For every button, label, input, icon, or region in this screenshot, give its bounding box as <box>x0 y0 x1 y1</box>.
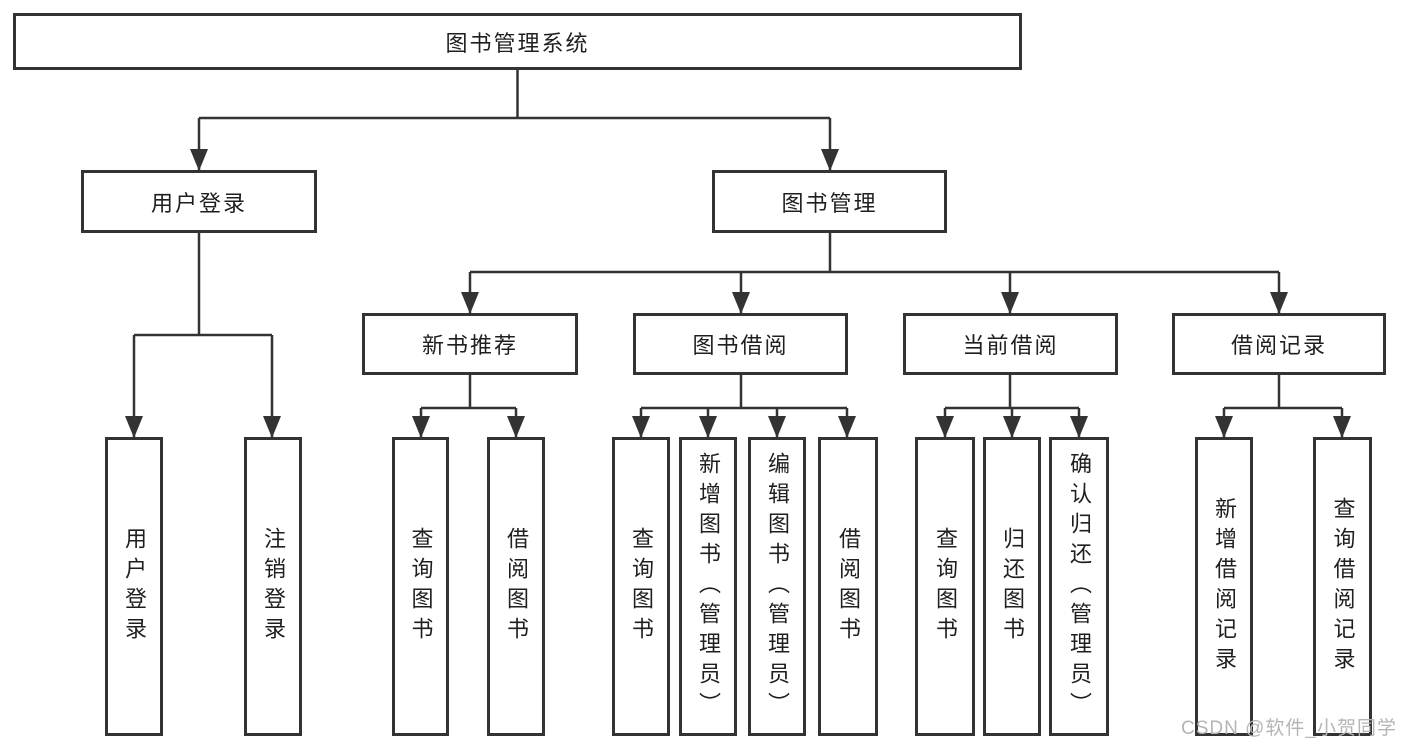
leaf-return-books: 归还图书 <box>983 437 1041 736</box>
node-user-login: 用户登录 <box>81 170 317 233</box>
node-label: 图书借阅 <box>692 333 789 358</box>
watermark: CSDN @软件_小贺同学 <box>1181 718 1397 739</box>
leaf-query-books-current: 查询图书 <box>915 437 975 736</box>
connector-current-borrow <box>945 375 1079 410</box>
connector-book-management <box>470 233 1279 274</box>
node-label: 新书推荐 <box>421 333 518 358</box>
node-label: 查询借阅记录 <box>1330 496 1356 677</box>
leaf-user-login: 用户登录 <box>105 437 163 736</box>
node-label: 图书管理系统 <box>445 30 590 56</box>
node-label: 归还图书 <box>1000 526 1025 647</box>
leaf-confirm-return-admin: 确认归还（管理员） <box>1049 437 1109 736</box>
connector-root <box>199 70 830 120</box>
node-label: 注销登录 <box>261 526 286 647</box>
node-label: 用户登录 <box>122 526 147 647</box>
node-label: 确认归还（管理员） <box>1067 451 1092 722</box>
node-label: 新增图书（管理员） <box>696 451 721 722</box>
node-book-management: 图书管理 <box>712 170 947 233</box>
node-library-management-system: 图书管理系统 <box>13 13 1022 70</box>
node-label: 用户登录 <box>150 190 247 216</box>
connector-user-login <box>134 233 272 337</box>
leaf-borrow-books-recommend: 借阅图书 <box>487 437 545 736</box>
node-new-book-recommend: 新书推荐 <box>362 313 578 375</box>
node-label: 借阅图书 <box>836 526 861 647</box>
node-current-borrow: 当前借阅 <box>903 313 1118 375</box>
leaf-edit-book-admin: 编辑图书（管理员） <box>748 437 806 736</box>
node-label: 查询图书 <box>933 526 958 647</box>
node-label: 图书管理 <box>781 190 878 216</box>
leaf-borrow-books: 借阅图书 <box>818 437 878 736</box>
leaf-query-borrow-record: 查询借阅记录 <box>1313 437 1372 736</box>
connector-new-book <box>421 375 516 410</box>
node-label: 当前借阅 <box>962 333 1059 358</box>
leaf-query-books-borrow: 查询图书 <box>612 437 670 736</box>
node-label: 新增借阅记录 <box>1212 496 1237 677</box>
node-label: 查询图书 <box>408 526 434 647</box>
node-label: 查询图书 <box>629 526 654 647</box>
leaf-add-borrow-record: 新增借阅记录 <box>1195 437 1253 736</box>
node-label: 借阅图书 <box>504 526 529 647</box>
leaf-add-book-admin: 新增图书（管理员） <box>679 437 737 736</box>
node-label: 借阅记录 <box>1230 333 1327 358</box>
connector-book-borrow <box>641 375 847 410</box>
node-label: 编辑图书（管理员） <box>765 451 790 722</box>
connector-borrow-records <box>1224 375 1342 410</box>
node-borrow-records: 借阅记录 <box>1172 313 1386 375</box>
node-book-borrow: 图书借阅 <box>633 313 848 375</box>
leaf-query-books-recommend: 查询图书 <box>392 437 449 736</box>
leaf-logout: 注销登录 <box>244 437 302 736</box>
